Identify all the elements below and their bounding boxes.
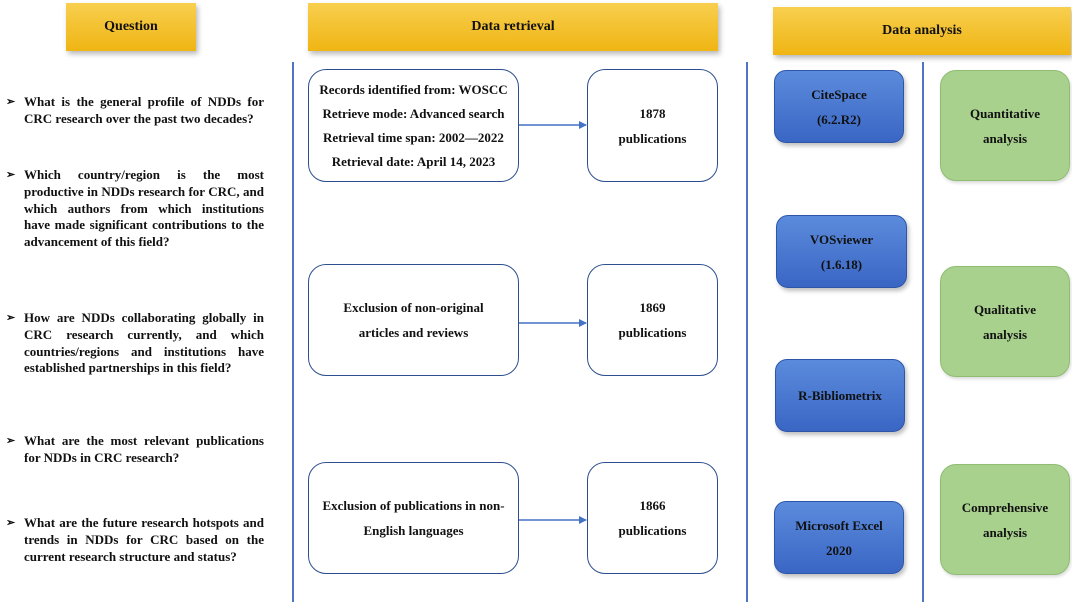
bullet-arrow-icon: ➢ [6,435,16,447]
bullet-arrow-icon: ➢ [6,312,16,324]
header-question-label: Question [104,19,158,34]
tool-citespace: CiteSpace (6.2.R2) [774,70,904,143]
question-item: ➢ What is the general profile of NDDs fo… [6,94,264,128]
tool-r-bibliometrix: R-Bibliometrix [775,359,905,432]
publication-count: 1869 [639,300,666,315]
question-text: How are NDDs collaborating globally in C… [24,310,264,376]
criteria-line: Retrieval date: April 14, 2023 [331,153,496,169]
publication-count: 1866 [639,498,666,513]
publication-unit: publications [618,130,687,146]
exclusion-line: English languages [363,523,464,538]
retrieval-criteria-box: Records identified from: WOSCC Retrieve … [308,69,519,182]
publication-unit: publications [618,325,687,340]
exclusion-line: Exclusion of non-original [343,300,484,315]
publication-count-box: 1869 publications [587,264,718,376]
exclusion-box: Exclusion of publications in non- Englis… [308,462,519,574]
tool-name: R-Bibliometrix [798,388,882,403]
analysis-comprehensive: Comprehensive analysis [940,464,1070,575]
exclusion-line: articles and reviews [358,325,469,340]
analysis-quantitative: Quantitative analysis [940,70,1070,181]
divider-left [292,62,294,602]
bullet-arrow-icon: ➢ [6,96,16,108]
bullet-arrow-icon: ➢ [6,517,16,529]
publication-unit: publications [618,523,687,538]
publication-count-box: 1878 publications [587,69,718,182]
question-text: What are the most relevant publications … [24,433,264,465]
analysis-qualitative: Qualitative analysis [940,266,1070,377]
exclusion-box: Exclusion of non-original articles and r… [308,264,519,376]
question-item: ➢ What are the future research hotspots … [6,515,264,565]
question-item: ➢ What are the most relevant publication… [6,433,264,467]
tool-microsoft-excel: Microsoft Excel 2020 [774,501,904,574]
analysis-name: Qualitative [973,301,1037,317]
exclusion-line: Exclusion of publications in non- [322,498,505,513]
header-question: Question [66,3,196,51]
header-data-analysis: Data analysis [773,7,1071,55]
publication-count: 1878 [639,105,666,121]
tool-version: 2020 [826,542,852,558]
tool-name: VOSviewer [809,231,874,247]
bullet-arrow-icon: ➢ [6,169,16,181]
criteria-line: Records identified from: WOSCC [319,81,508,97]
analysis-suffix: analysis [982,130,1028,146]
tool-name: Microsoft Excel [795,517,883,533]
question-item: ➢ Which country/region is the most produ… [6,167,264,251]
divider-middle [746,62,748,602]
tool-name: CiteSpace [811,86,867,102]
analysis-name: Comprehensive [961,499,1049,515]
question-text: Which country/region is the most product… [24,167,264,250]
criteria-line: Retrieve mode: Advanced search [322,105,505,121]
question-text: What is the general profile of NDDs for … [24,94,264,126]
header-retrieval-label: Data retrieval [471,19,555,34]
criteria-line: Retrieval time span: 2002—2022 [323,129,504,145]
analysis-suffix: analysis [982,326,1028,342]
tool-version: (1.6.18) [820,256,863,272]
question-item: ➢ How are NDDs collaborating globally in… [6,310,264,377]
header-data-retrieval: Data retrieval [308,3,718,51]
tool-version: (6.2.R2) [816,111,862,127]
header-analysis-label: Data analysis [882,23,962,38]
question-text: What are the future research hotspots an… [24,515,264,564]
analysis-name: Quantitative [969,105,1041,121]
divider-right [922,62,924,602]
publication-count-box: 1866 publications [587,462,718,574]
analysis-suffix: analysis [982,524,1028,540]
tool-vosviewer: VOSviewer (1.6.18) [776,215,907,288]
